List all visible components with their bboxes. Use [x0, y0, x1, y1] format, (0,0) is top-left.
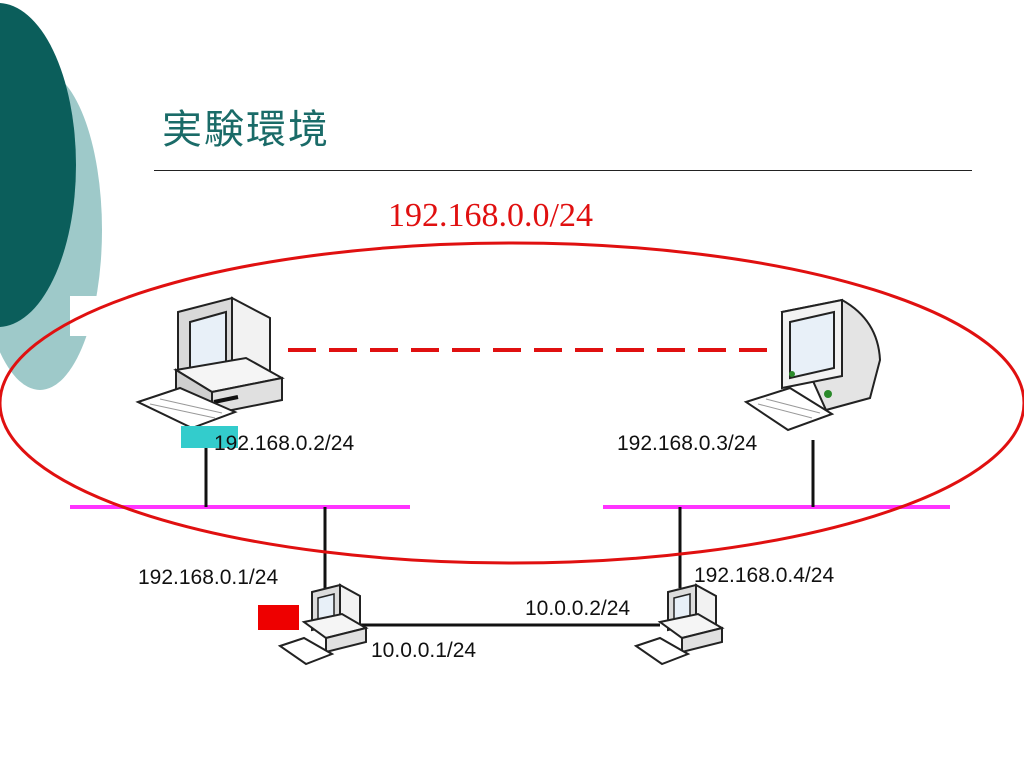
- title-divider: [154, 170, 972, 171]
- router-computer-icon: [277, 583, 369, 666]
- router-right-lan-ip-label: 192.168.0.4/24: [694, 564, 835, 587]
- page-title: 実験環境: [162, 107, 330, 153]
- marker-red-box: [258, 605, 299, 630]
- marker-cyan-box: [181, 426, 238, 448]
- computer-icon: [743, 298, 882, 432]
- router-computer-icon: [633, 583, 725, 666]
- router-left-wan-ip-label: 10.0.0.1/24: [371, 639, 477, 662]
- host-left-ip-label: 192.168.0.2/24: [214, 432, 355, 455]
- decor-dark-teal-shape: [0, 3, 76, 327]
- subnet-label: 192.168.0.0/24: [388, 197, 593, 234]
- decor-white-patch: [70, 296, 110, 336]
- computer-icon: [135, 296, 285, 430]
- router-right-wan-ip-label: 10.0.0.2/24: [525, 597, 631, 620]
- decorative-corner-shapes: [0, 3, 110, 390]
- subnet-ellipse: [0, 241, 1024, 565]
- router-left-lan-ip-label: 192.168.0.1/24: [138, 566, 279, 589]
- host-right-ip-label: 192.168.0.3/24: [617, 432, 758, 455]
